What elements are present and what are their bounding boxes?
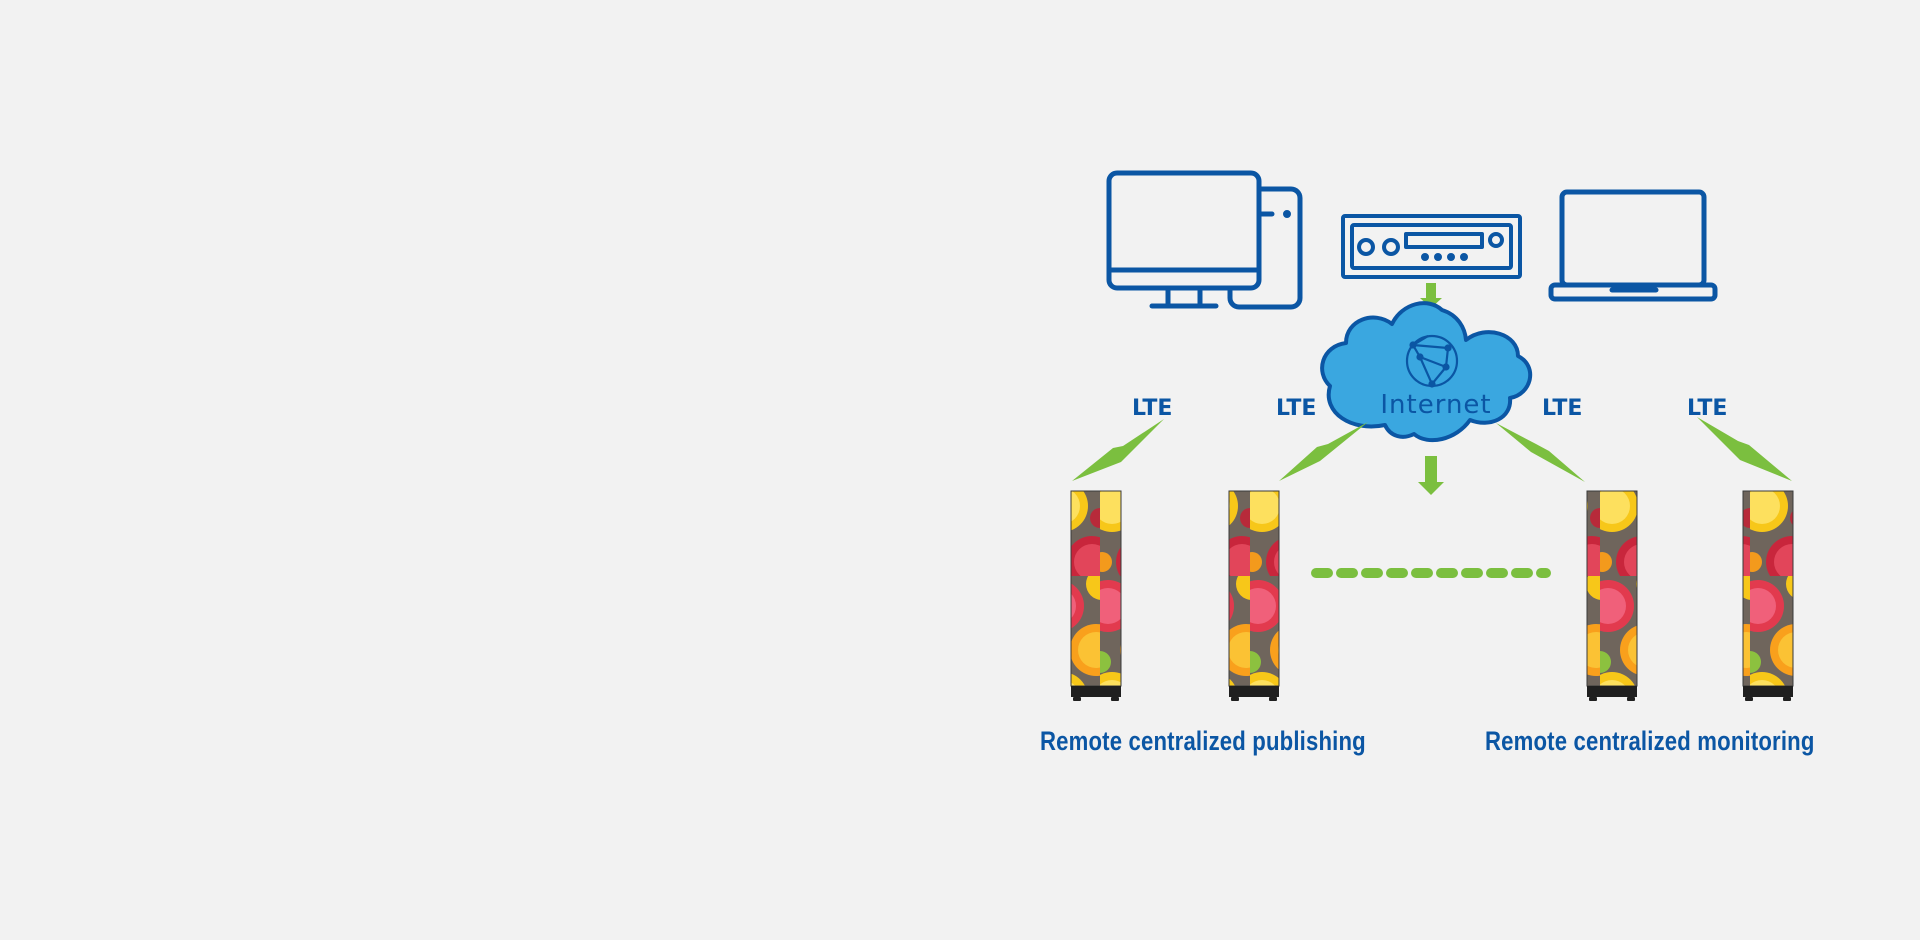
network-receiver-icon (1341, 214, 1522, 279)
caption-publishing: Remote centralized publishing (1040, 726, 1366, 756)
internet-cloud: Internet (1320, 301, 1533, 443)
globe-icon (1405, 334, 1459, 388)
down-arrow-icon (1418, 456, 1444, 495)
lte-label: LTE (1132, 396, 1172, 421)
laptop-icon (1548, 189, 1718, 302)
kiosk-display (1228, 490, 1280, 701)
lightning-signal-icon (1072, 419, 1164, 481)
lte-label: LTE (1276, 396, 1316, 421)
lightning-signal-icon (1697, 417, 1792, 481)
lte-label: LTE (1687, 396, 1727, 421)
desktop-computer-icon (1106, 170, 1303, 310)
cloud-label: Internet (1380, 390, 1491, 420)
lightning-signal-icon (1279, 422, 1368, 481)
kiosk-display (1586, 490, 1638, 701)
lte-label: LTE (1542, 396, 1582, 421)
kiosk-display (1742, 490, 1794, 701)
caption-monitoring: Remote centralized monitoring (1485, 726, 1815, 756)
kiosk-display (1070, 490, 1122, 701)
lightning-signal-icon (1496, 423, 1585, 482)
